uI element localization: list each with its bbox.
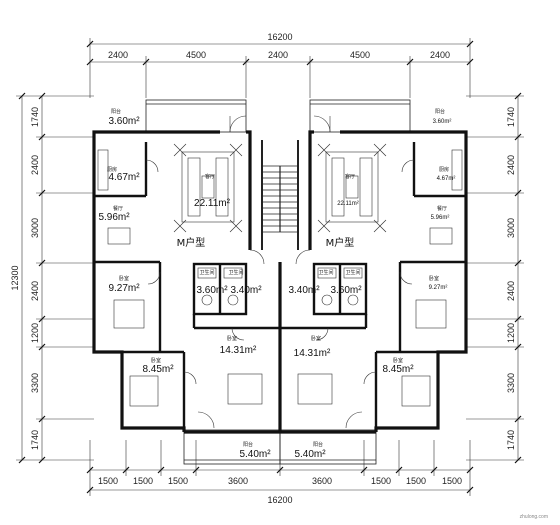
dim-bottom-seg-2: 1500: [133, 476, 153, 486]
right-bedroom-side-area: 9.27m²: [429, 285, 448, 291]
dim-right-seg-5: 1200: [506, 323, 516, 343]
dim-top-total: 16200: [267, 32, 292, 42]
dim-bottom-seg-8: 1500: [442, 476, 462, 486]
right-bath-b-area: 3.40m²: [288, 285, 320, 296]
left-balcony-bottom-area: 5.40m²: [239, 449, 271, 460]
dim-left-seg-2: 2400: [30, 155, 40, 175]
dim-bottom-seg-5: 3600: [312, 476, 332, 486]
right-living-area: 22.11m²: [337, 201, 359, 207]
dim-bottom-seg-1: 1500: [98, 476, 118, 486]
right-kitchen-area: 4.67m²: [437, 176, 456, 182]
plant-icons: [173, 143, 387, 233]
right-kitchen-label: 厨房: [439, 166, 449, 173]
dim-bottom-seg-4: 3600: [228, 476, 248, 486]
right-unit-labels: 阳台 3.60m² 厨房 4.67m² 餐厅 5.96m² 客厅 22.11m²…: [288, 108, 455, 460]
right-bedroom-master-label: 卧室: [311, 335, 321, 342]
right-bedroom-master-area: 14.31m²: [294, 348, 331, 359]
dim-bottom-total: 16200: [267, 495, 292, 505]
dim-right-seg-6: 3300: [506, 373, 516, 393]
left-bedroom-small-label: 卧室: [151, 357, 161, 364]
dim-left-seg-5: 1200: [30, 323, 40, 343]
dim-right-seg-7: 1740: [506, 430, 516, 450]
right-unit-type-label: M户型: [326, 236, 355, 249]
dim-top-seg-4: 4500: [350, 50, 370, 60]
left-dining-label: 餐厅: [113, 205, 123, 212]
left-dining-area: 5.96m²: [98, 212, 130, 223]
dim-left-seg-4: 2400: [30, 281, 40, 301]
door-swings: [145, 115, 415, 429]
dim-right-seg-4: 2400: [506, 281, 516, 301]
left-balcony-bottom-label: 阳台: [243, 441, 253, 448]
right-balcony-bottom-area: 5.40m²: [294, 449, 326, 460]
right-balcony-bottom-label: 阳台: [313, 441, 323, 448]
left-unit-labels: 阳台 3.60m² 厨房 4.67m² 餐厅 5.96m² 客厅 22.11m²…: [98, 108, 271, 460]
left-bath-b-label: 卫生间: [228, 269, 243, 276]
dim-left-total: 12300: [10, 265, 20, 290]
right-bedroom-side-label: 卧室: [429, 275, 439, 282]
left-bedroom-master-area: 14.31m²: [220, 345, 257, 356]
dim-right-seg-3: 3000: [506, 218, 516, 238]
dim-top-seg-1: 2400: [108, 50, 128, 60]
dimension-ticks: [18, 40, 522, 494]
dim-top-seg-5: 2400: [430, 50, 450, 60]
dim-top-seg-3: 2400: [268, 50, 288, 60]
left-bath-a-area: 3.60m²: [196, 285, 228, 296]
dim-right-seg-1: 1740: [506, 107, 516, 127]
left-bedroom-master-label: 卧室: [227, 335, 237, 342]
dim-left-seg-1: 1740: [30, 107, 40, 127]
dim-left-seg-6: 3300: [30, 373, 40, 393]
left-bath-a-label: 卫生间: [199, 269, 214, 276]
left-kitchen-area: 4.67m²: [108, 172, 140, 183]
right-bath-b-label: 卫生间: [318, 269, 333, 276]
dim-bottom-seg-6: 1500: [371, 476, 391, 486]
left-balcony-top-label: 阳台: [111, 108, 121, 115]
watermark: zhulong.com: [520, 514, 548, 520]
right-living-label: 客厅: [345, 173, 355, 180]
dimension-lines: [16, 38, 524, 496]
right-dining-area: 5.96m²: [431, 215, 450, 221]
right-bedroom-small-label: 卧室: [393, 357, 403, 364]
right-balcony-top-label: 阳台: [435, 108, 445, 115]
interior-walls: [94, 142, 466, 428]
left-bedroom-small-area: 8.45m²: [142, 364, 174, 375]
dim-top-seg-2: 4500: [186, 50, 206, 60]
left-bath-b-area: 3.40m²: [230, 285, 262, 296]
dim-bottom-seg-7: 1500: [406, 476, 426, 486]
right-bath-a-label: 卫生间: [345, 269, 360, 276]
dim-right-seg-2: 2400: [506, 155, 516, 175]
left-unit-type-label: M户型: [177, 236, 206, 249]
dim-left-seg-3: 3000: [30, 218, 40, 238]
left-kitchen-label: 厨房: [107, 166, 117, 173]
left-living-label: 客厅: [205, 173, 215, 180]
dim-bottom-seg-3: 1500: [168, 476, 188, 486]
stairwell: [261, 140, 299, 250]
right-balcony-top-area: 3.60m²: [433, 119, 452, 125]
right-bath-a-area: 3.60m²: [330, 285, 362, 296]
furniture: [97, 149, 463, 407]
right-dining-label: 餐厅: [437, 205, 447, 212]
dim-left-seg-7: 1740: [30, 430, 40, 450]
left-balcony-top-area: 3.60m²: [108, 116, 140, 127]
left-bedroom-side-area: 9.27m²: [108, 283, 140, 294]
right-bedroom-small-area: 8.45m²: [382, 364, 414, 375]
left-bedroom-side-label: 卧室: [119, 275, 129, 282]
left-living-area: 22.11m²: [194, 198, 231, 209]
